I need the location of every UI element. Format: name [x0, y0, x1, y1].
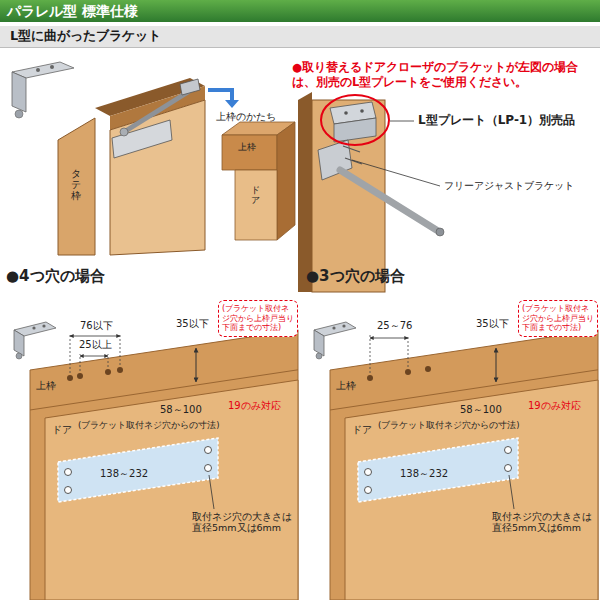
- dimension: 58～100: [460, 404, 502, 416]
- frame-label: 上枠: [336, 380, 356, 392]
- four-hole-panel-part: [80, 354, 81, 371]
- note-box: (ブラケット取付ネジ穴から上枠戸当り下面までの寸法): [518, 300, 598, 337]
- dimension-note: (ブラケット取付ネジ穴からの寸法): [378, 421, 520, 431]
- door-closer-scene-part: [112, 120, 172, 158]
- dimension: 58～100: [160, 404, 202, 416]
- l-plate-scene-part: [298, 92, 312, 292]
- four-hole-panel-part: [77, 373, 83, 379]
- frame-section-cube-part: [222, 135, 277, 170]
- frame-label: 上枠: [238, 142, 256, 152]
- l-bracket-icon-part: [50, 65, 54, 69]
- four-hole-panel-part: [120, 333, 121, 365]
- three-hole-panel-part: [367, 335, 431, 381]
- node-text: L型に曲がったブラケット: [10, 29, 590, 44]
- four-hole-panel-part: [70, 336, 120, 337]
- note-box: (ブラケット取付ネジ穴から上枠戸当り下面までの寸法): [218, 300, 298, 337]
- l-bracket-icon-part: [12, 72, 26, 112]
- l-plate-scene-part: [390, 121, 414, 122]
- door-closer-scene-part: [124, 92, 188, 132]
- blue-arrow: [208, 90, 239, 108]
- dimension-note: 19のみ対応: [228, 400, 281, 412]
- door-closer-scene-part: [180, 79, 200, 95]
- frame-section-cube-part: [235, 170, 277, 240]
- four-hole-panel-part: [117, 367, 123, 373]
- l-plate-scene-part: [352, 160, 440, 186]
- dimension: 35以下: [176, 318, 209, 330]
- page-title: パラレル型 標準仕様: [7, 3, 138, 19]
- dimension-note: (ブラケット取付ネジ穴からの寸法): [78, 421, 220, 431]
- screw-note: 取付ネジ穴の大きさは直径5mm又は6mm: [192, 512, 294, 534]
- door-closer-scene-part: [58, 118, 95, 255]
- four-hole-panel-part: [80, 356, 108, 357]
- l-plate-scene-part: [340, 170, 438, 231]
- section-heading: ●4つ穴の場合: [6, 268, 105, 285]
- l-plate-scene-part: [360, 109, 364, 113]
- dimension: 25～76: [377, 320, 412, 332]
- dimension: 76以下: [80, 320, 113, 332]
- blue-arrow-part: [225, 100, 239, 108]
- part-name: フリーアジャストブラケット: [444, 180, 574, 192]
- frame-label: タテ枠: [71, 168, 81, 201]
- three-hole-panel-part-part: [370, 338, 408, 339]
- l-plate-scene-part: [334, 118, 376, 142]
- caption-text: 上枠のかたち: [216, 112, 276, 123]
- three-hole-panel-part-part: [367, 375, 373, 381]
- l-plate-scene-part: [344, 111, 348, 115]
- four-hole-panel-part: [70, 333, 71, 373]
- four-hole-panel-part: [105, 369, 111, 375]
- three-hole-panel-part-part: [405, 369, 411, 375]
- l-bracket-icon-part: [15, 110, 23, 118]
- three-hole-panel-part-part: [425, 366, 431, 372]
- header-bar: [0, 0, 600, 22]
- four-hole-panel-part: [67, 375, 73, 381]
- frame-section-cube: [222, 122, 295, 240]
- dimension: 138～232: [100, 468, 148, 480]
- door-label: ドア: [352, 424, 372, 436]
- four-hole-panel: [14, 322, 298, 600]
- screw-note: 取付ネジ穴の大きさは直径5mm又は6mm: [492, 512, 594, 534]
- three-hole-panel-part-part: [370, 335, 371, 373]
- four-hole-panel-part: [14, 322, 298, 600]
- dimension: 25以上: [79, 339, 112, 351]
- notice-text: ●取り替えるドアクローザのブラケットが左図の場合は、別売のL型プレートをご使用く…: [292, 60, 588, 90]
- section-heading: ●3つ穴の場合: [306, 268, 405, 285]
- l-plate-scene-part: [343, 146, 360, 152]
- door-closer-scene-part: [120, 128, 128, 136]
- blue-arrow-part: [208, 90, 232, 100]
- l-plate-scene-part: [321, 95, 389, 145]
- l-bracket-icon: [12, 62, 74, 118]
- l-bracket-icon-part: [36, 68, 40, 72]
- door-closer-scene-part: [110, 100, 205, 255]
- door-closer-scene: [58, 78, 205, 255]
- node-text: (ブラケット取付ネジ穴から上枠戸当り下面までの寸法): [222, 304, 294, 333]
- part-name: L型プレート（LP-1）別売品: [418, 114, 575, 128]
- three-hole-panel: [314, 322, 598, 600]
- dimension: 35以下: [476, 318, 509, 330]
- l-plate-scene-part: [436, 228, 444, 236]
- frame-section-cube-part: [277, 122, 295, 240]
- node-text: (ブラケット取付ネジ穴から上枠戸当り下面までの寸法): [522, 304, 594, 333]
- section-band: L型に曲がったブラケット: [0, 26, 600, 48]
- door-label: ドア: [251, 186, 260, 206]
- door-label: ドア: [52, 424, 72, 436]
- frame-label: 上枠: [36, 380, 56, 392]
- l-plate-scene-part: [345, 158, 362, 164]
- dimension: 138～232: [400, 468, 448, 480]
- three-hole-panel-part: [314, 322, 598, 600]
- dimension-note: 19のみ対応: [528, 400, 581, 412]
- three-hole-panel-part-part: [408, 335, 409, 367]
